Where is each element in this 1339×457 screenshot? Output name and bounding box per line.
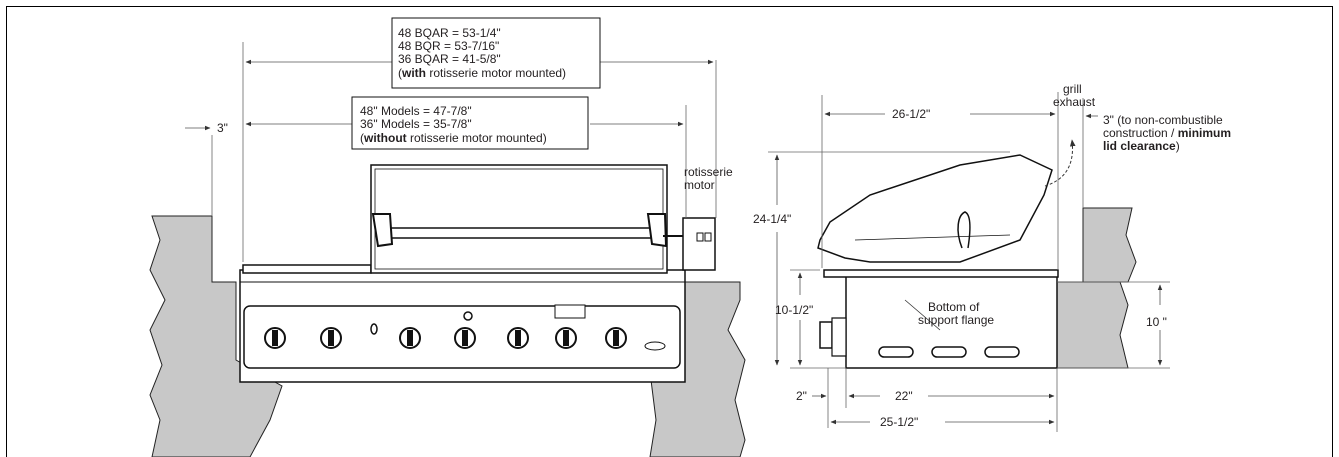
side-counter-wall-lower xyxy=(1056,281,1129,369)
bqar36-label: 36 BQAR = 41-5/8" xyxy=(398,52,501,66)
offset-label: 2" xyxy=(796,389,807,403)
models36-label: 36" Models = 35-7/8" xyxy=(360,117,472,131)
rotisserie-label-line2: motor xyxy=(684,178,715,192)
hood-handle xyxy=(382,227,661,239)
with-motor-note: (with rotisserie motor mounted) xyxy=(398,66,566,80)
front-view: 48 BQAR = 53-1/4" 48 BQR = 53-7/16" 36 B… xyxy=(149,17,746,457)
with-motor-box xyxy=(391,17,601,89)
without-motor-box xyxy=(351,96,589,150)
side-counter-wall xyxy=(1082,207,1137,283)
left-counter-wall xyxy=(149,215,283,457)
grill-exhaust-line1: grill xyxy=(1063,82,1082,96)
cutout-height-label: 10 " xyxy=(1146,315,1167,329)
bqar48-label: 48 BQAR = 53-1/4" xyxy=(398,26,501,40)
rotisserie-label-line1: rotisserie xyxy=(684,165,733,179)
overall-depth-label: 25-1/2" xyxy=(880,415,918,429)
without-motor-note: (without rotisserie motor mounted) xyxy=(360,131,547,145)
side-depth-label: 26-1/2" xyxy=(892,107,930,121)
side-height-label: 24-1/4" xyxy=(753,212,791,226)
cutout-depth-label: 22" xyxy=(895,389,913,403)
bottom-flange-line1: Bottom of xyxy=(928,300,980,314)
rotisserie-motor xyxy=(682,217,716,271)
side-shelf xyxy=(242,264,372,274)
diagram-frame xyxy=(6,6,1333,457)
grill-exhaust-line2: exhaust xyxy=(1053,95,1096,109)
side-view: grill exhaust 26-1/2" 3" (to non-combust… xyxy=(753,82,1231,432)
knob-row xyxy=(264,311,666,351)
grill-hood xyxy=(370,164,668,274)
front-clearance-label: 3" xyxy=(217,121,228,135)
lid-note-line1: 3" (to non-combustible xyxy=(1103,113,1223,127)
lid-note-line3: lid clearance) xyxy=(1103,139,1180,153)
lid-note-line2: construction / minimum xyxy=(1103,126,1231,140)
base-height-label: 10-1/2" xyxy=(775,303,813,317)
side-hood xyxy=(817,154,1053,263)
bottom-flange-line2: support flange xyxy=(918,313,994,327)
bqr48-label: 48 BQR = 53-7/16" xyxy=(398,39,499,53)
models48-label: 48" Models = 47-7/8" xyxy=(360,104,472,118)
